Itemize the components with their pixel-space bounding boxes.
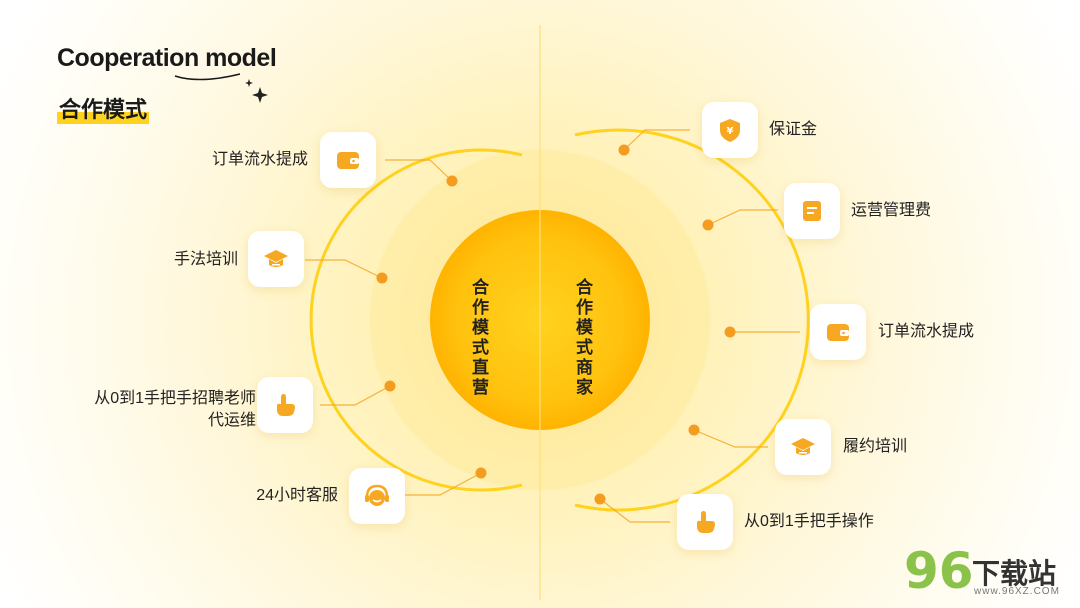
center-right-line1: 合作模式 [572, 278, 592, 358]
left-item-icon-box [320, 132, 376, 188]
right-item-icon-box: ¥ [702, 102, 758, 158]
hand-pointer-icon [277, 394, 295, 416]
title-chinese: 合作模式 [57, 92, 150, 124]
title-swoosh [174, 73, 241, 81]
watermark-text: 下载站 [972, 557, 1057, 590]
center-right-line2: 商家 [572, 358, 592, 398]
right-item-label: 保证金 [769, 121, 818, 138]
svg-text:¥: ¥ [727, 126, 734, 137]
watermark-url: www.96XZ.COM [974, 586, 1060, 597]
left-node-dot [376, 272, 388, 284]
right-node-dot [724, 326, 736, 338]
right-item-label: 履约培训 [843, 438, 908, 455]
left-item-label: 从0到1手把手招聘老师 代运维 [94, 388, 256, 431]
right-item-icon-box [677, 494, 733, 550]
graduation-cap-icon [264, 250, 288, 267]
right-node-dot [618, 144, 630, 156]
right-item-label: 运营管理费 [851, 202, 932, 219]
yen-shield-icon: ¥ [720, 119, 740, 142]
title-english: Cooperation model [57, 44, 277, 72]
left-item-icon-box [349, 468, 405, 524]
left-node-dot [475, 467, 487, 479]
center-left-line1: 合作模式 [468, 278, 488, 358]
left-item-label: 24小时客服 [256, 487, 338, 504]
left-node-dot [446, 175, 458, 187]
left-arc [309, 148, 523, 492]
wallet-icon [337, 152, 359, 169]
headset-icon [365, 484, 389, 506]
left-item-label: 订单流水提成 [211, 151, 308, 168]
right-item-icon-box [775, 419, 831, 475]
document-icon [803, 201, 821, 221]
center-left-line2: 直营 [468, 358, 488, 398]
left-item-label-text: 从0到1手把手招聘老师 代运维 [94, 390, 256, 429]
left-node-dot [384, 380, 396, 392]
center-left-label: 合作模式直营 [466, 278, 489, 398]
sparkle-icon [245, 79, 253, 87]
right-node-dot [594, 493, 606, 505]
left-item-label: 手法培训 [173, 251, 238, 268]
right-node-dot [702, 219, 714, 231]
right-node-dot [688, 424, 700, 436]
right-item-icon-box [784, 183, 840, 239]
hand-pointer-icon [697, 511, 715, 533]
right-item-label: 订单流水提成 [878, 323, 975, 340]
watermark-number: 96 [904, 542, 974, 600]
left-item-icon-box [257, 377, 313, 433]
right-item-label: 从0到1手把手操作 [744, 513, 874, 530]
sparkle-icon [252, 87, 268, 103]
left-item-icon-box [248, 231, 304, 287]
right-item-icon-box [810, 304, 866, 360]
center-right-label: 合作模式商家 [570, 278, 593, 398]
graduation-cap-icon [791, 438, 815, 455]
watermark-logo: 96 下载站 www.96XZ.COM [904, 544, 1074, 604]
wallet-icon [827, 324, 849, 341]
